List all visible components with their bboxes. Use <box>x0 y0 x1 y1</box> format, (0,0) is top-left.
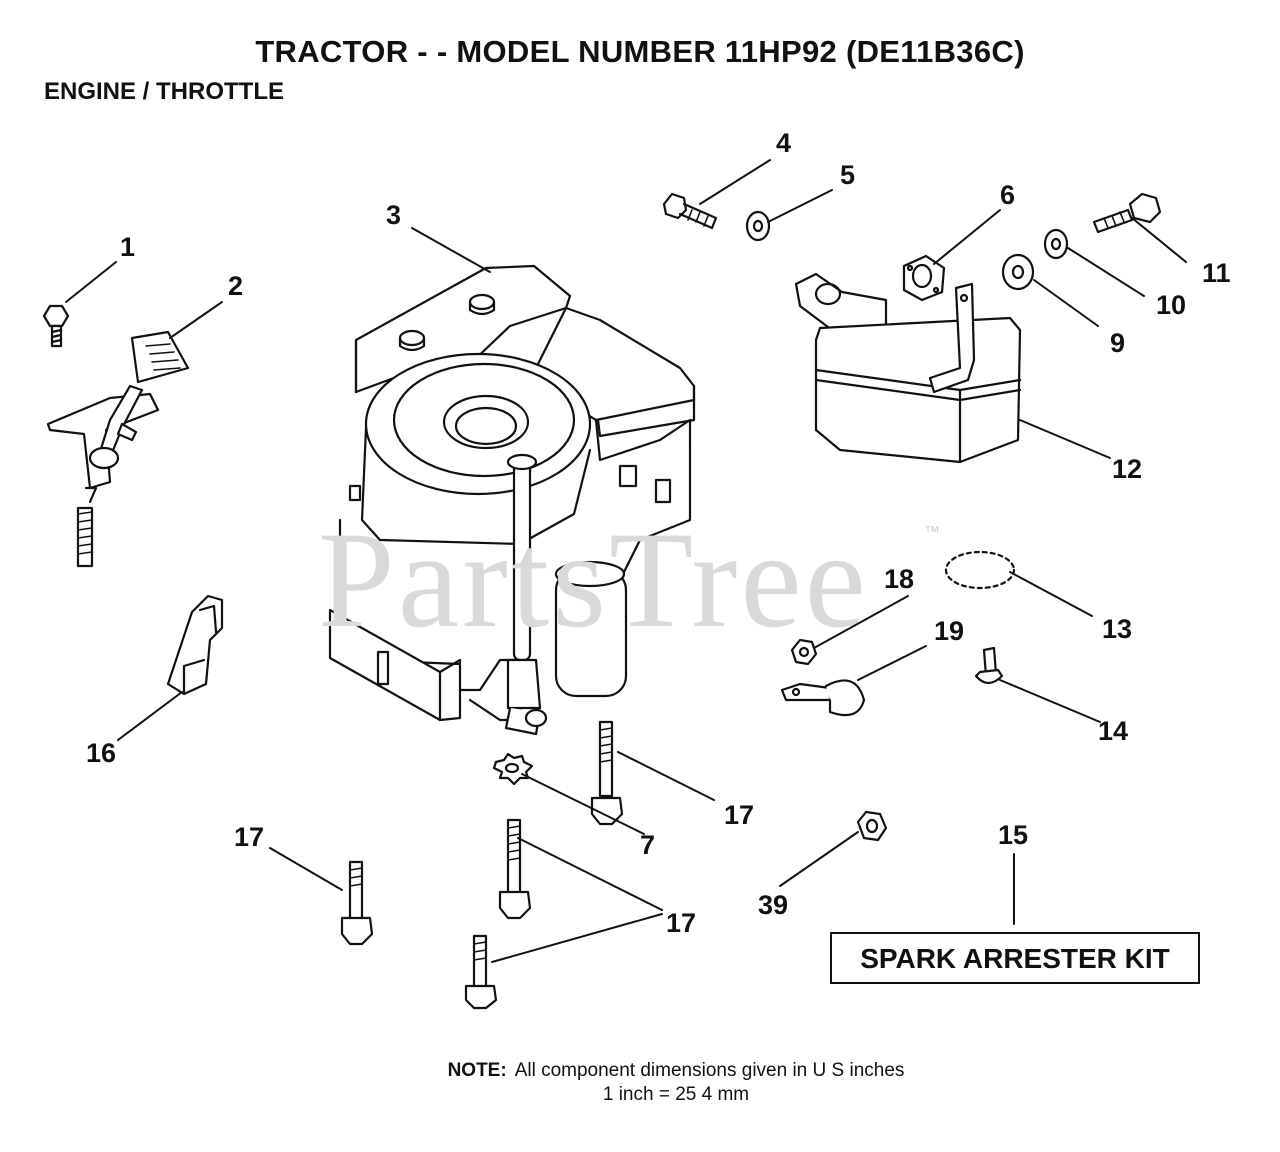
part-11-bolt[interactable] <box>1092 192 1162 234</box>
callout-3[interactable]: 3 <box>386 200 402 230</box>
part-6-gasket[interactable] <box>902 254 946 302</box>
part-18-nut[interactable] <box>790 638 818 666</box>
part-39-nut[interactable] <box>856 810 888 842</box>
callout-10[interactable]: 10 <box>1156 290 1187 320</box>
callout-16[interactable]: 16 <box>86 738 117 768</box>
watermark-trademark: ™ <box>924 524 940 541</box>
section-title: ENGINE / THROTTLE <box>44 78 284 105</box>
callout-19[interactable]: 19 <box>934 616 965 646</box>
part-9-washer[interactable] <box>1001 253 1035 291</box>
callout-17-b[interactable]: 17 <box>234 822 265 852</box>
callout-15[interactable]: 15 <box>998 820 1029 850</box>
callout-18[interactable]: 18 <box>884 564 915 594</box>
leader-lines <box>65 159 1187 963</box>
callout-17-a[interactable]: 17 <box>724 800 755 830</box>
part-7-star-washer[interactable] <box>492 752 534 786</box>
part-5-washer[interactable] <box>745 210 771 242</box>
note-label: NOTE: <box>447 1060 507 1081</box>
part-17-bolt-a[interactable] <box>590 720 624 826</box>
part-2-throttle-control[interactable] <box>46 330 190 568</box>
callout-14[interactable]: 14 <box>1098 716 1129 746</box>
callout-1[interactable]: 1 <box>120 232 136 262</box>
part-14-screw[interactable] <box>974 646 1004 685</box>
callout-2[interactable]: 2 <box>228 271 244 301</box>
callout-39[interactable]: 39 <box>758 890 789 920</box>
callout-7[interactable]: 7 <box>640 830 656 860</box>
note-text: All component dimensions given in U S in… <box>514 1060 905 1081</box>
part-13-spark-arrester-screen[interactable] <box>944 550 1016 590</box>
part-10-washer[interactable] <box>1043 228 1069 260</box>
note-line: NOTE: All component dimensions given in U… <box>0 1060 1280 1082</box>
part-4-bolt[interactable] <box>662 192 718 230</box>
part-17-bolt-b[interactable] <box>498 818 532 920</box>
part-3-engine[interactable] <box>328 264 696 736</box>
callout-11[interactable]: 11 <box>1202 258 1231 288</box>
spark-arrester-kit-box[interactable]: SPARK ARRESTER KIT <box>830 932 1200 984</box>
callout-17-c[interactable]: 17 <box>666 908 697 938</box>
callout-12[interactable]: 12 <box>1112 454 1143 484</box>
part-19-clamp[interactable] <box>780 679 866 717</box>
callout-9[interactable]: 9 <box>1110 328 1126 358</box>
part-16-bracket[interactable] <box>166 594 224 696</box>
part-12-muffler[interactable] <box>794 272 1022 464</box>
callout-13[interactable]: 13 <box>1102 614 1133 644</box>
diagram-title: TRACTOR - - MODEL NUMBER 11HP92 (DE11B36… <box>255 34 1025 69</box>
callout-5[interactable]: 5 <box>840 160 856 190</box>
part-17-bolt-d[interactable] <box>464 934 498 1010</box>
note-conversion: 1 inch = 25 4 mm <box>602 1084 750 1105</box>
part-17-bolt-c[interactable] <box>340 860 374 946</box>
callout-4[interactable]: 4 <box>776 128 792 158</box>
part-1-bolt[interactable] <box>42 304 70 348</box>
callout-6[interactable]: 6 <box>1000 180 1016 210</box>
